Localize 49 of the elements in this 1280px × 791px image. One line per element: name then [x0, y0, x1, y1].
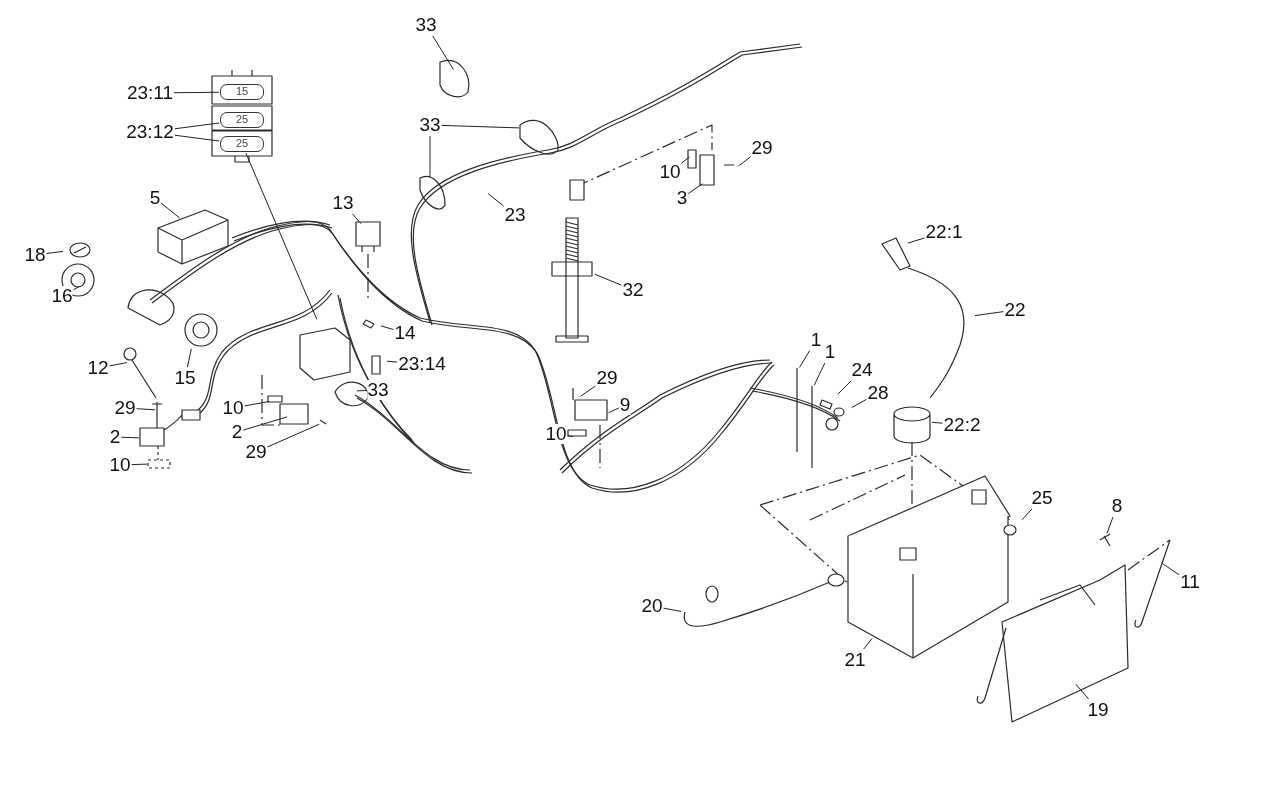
leader-line — [863, 637, 873, 650]
leader-line — [242, 416, 288, 431]
leader-line — [931, 421, 943, 424]
leader-line — [131, 463, 148, 466]
leader-line — [73, 285, 80, 291]
leader-line — [174, 134, 220, 142]
leader-line — [356, 390, 367, 392]
callout-number: 10 — [545, 424, 567, 444]
leader-line — [813, 362, 826, 386]
leader-line — [799, 350, 811, 368]
leader-line — [487, 193, 504, 207]
leader-line — [160, 202, 181, 219]
leader-line — [120, 436, 140, 439]
leader-line — [1162, 563, 1180, 576]
fuse: 25 — [220, 112, 264, 128]
leader-line — [1106, 516, 1114, 534]
leader-line — [429, 135, 431, 178]
leader-line — [837, 380, 852, 395]
leader-line — [109, 362, 128, 367]
leader-line — [380, 325, 394, 331]
leader-line — [432, 35, 454, 70]
leader-line — [681, 156, 691, 164]
leader-line — [851, 398, 867, 409]
leader-line — [244, 401, 270, 407]
leader-line — [1021, 508, 1033, 521]
leader-line — [687, 183, 704, 195]
leader-line — [245, 152, 318, 320]
leader-line — [386, 360, 398, 363]
callout-number: 33 — [367, 380, 389, 400]
leader-line — [186, 348, 192, 368]
leader-line — [136, 408, 156, 411]
callout-number: 9 — [619, 395, 631, 415]
fuse: 15 — [220, 84, 264, 100]
leader-line — [1075, 683, 1090, 700]
leader-line — [267, 423, 320, 448]
leader-line — [737, 156, 751, 167]
leader-line — [173, 91, 220, 94]
leader-line — [594, 273, 622, 286]
leader-line — [174, 122, 220, 130]
fuse: 25 — [220, 136, 264, 152]
leader-line — [579, 385, 596, 397]
leader-line — [352, 213, 362, 225]
leader-line — [663, 607, 682, 612]
leader-line — [441, 124, 520, 129]
leader-line — [907, 237, 925, 244]
leader-line — [46, 250, 64, 254]
leader-line — [567, 435, 574, 438]
leader-line — [608, 407, 620, 414]
leader-line — [974, 311, 1004, 317]
